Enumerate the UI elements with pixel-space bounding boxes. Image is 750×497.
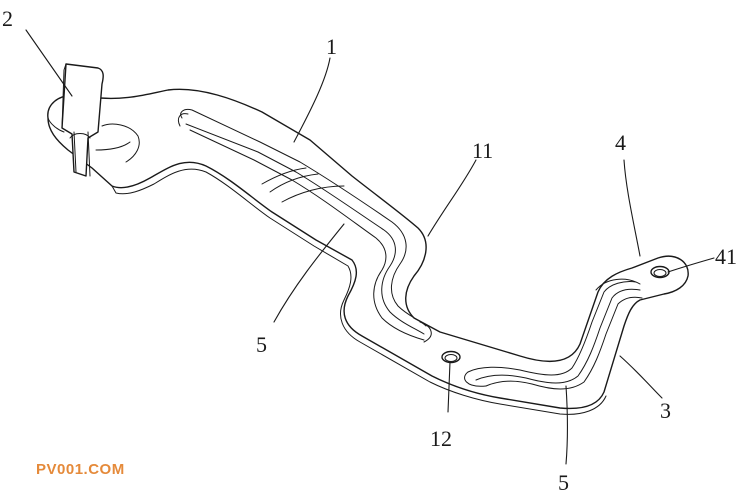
label-5-left: 5	[256, 332, 267, 357]
label-5-bottom: 5	[558, 470, 569, 495]
label-1: 1	[326, 34, 337, 59]
label-3: 3	[660, 398, 671, 423]
bracket-body	[47, 88, 689, 415]
reference-labels: 2 1 11 4 41 5 12 3 5	[2, 6, 737, 495]
label-11: 11	[472, 138, 493, 163]
mounting-hole-41	[650, 265, 670, 279]
label-2: 2	[2, 6, 13, 31]
label-12: 12	[430, 426, 452, 451]
label-41: 41	[715, 244, 737, 269]
leader-lines	[25, 29, 715, 465]
bent-tab	[47, 63, 140, 177]
site-watermark: PV001.COM	[36, 461, 125, 478]
label-4: 4	[615, 130, 626, 155]
mounting-hole-12	[441, 350, 461, 364]
